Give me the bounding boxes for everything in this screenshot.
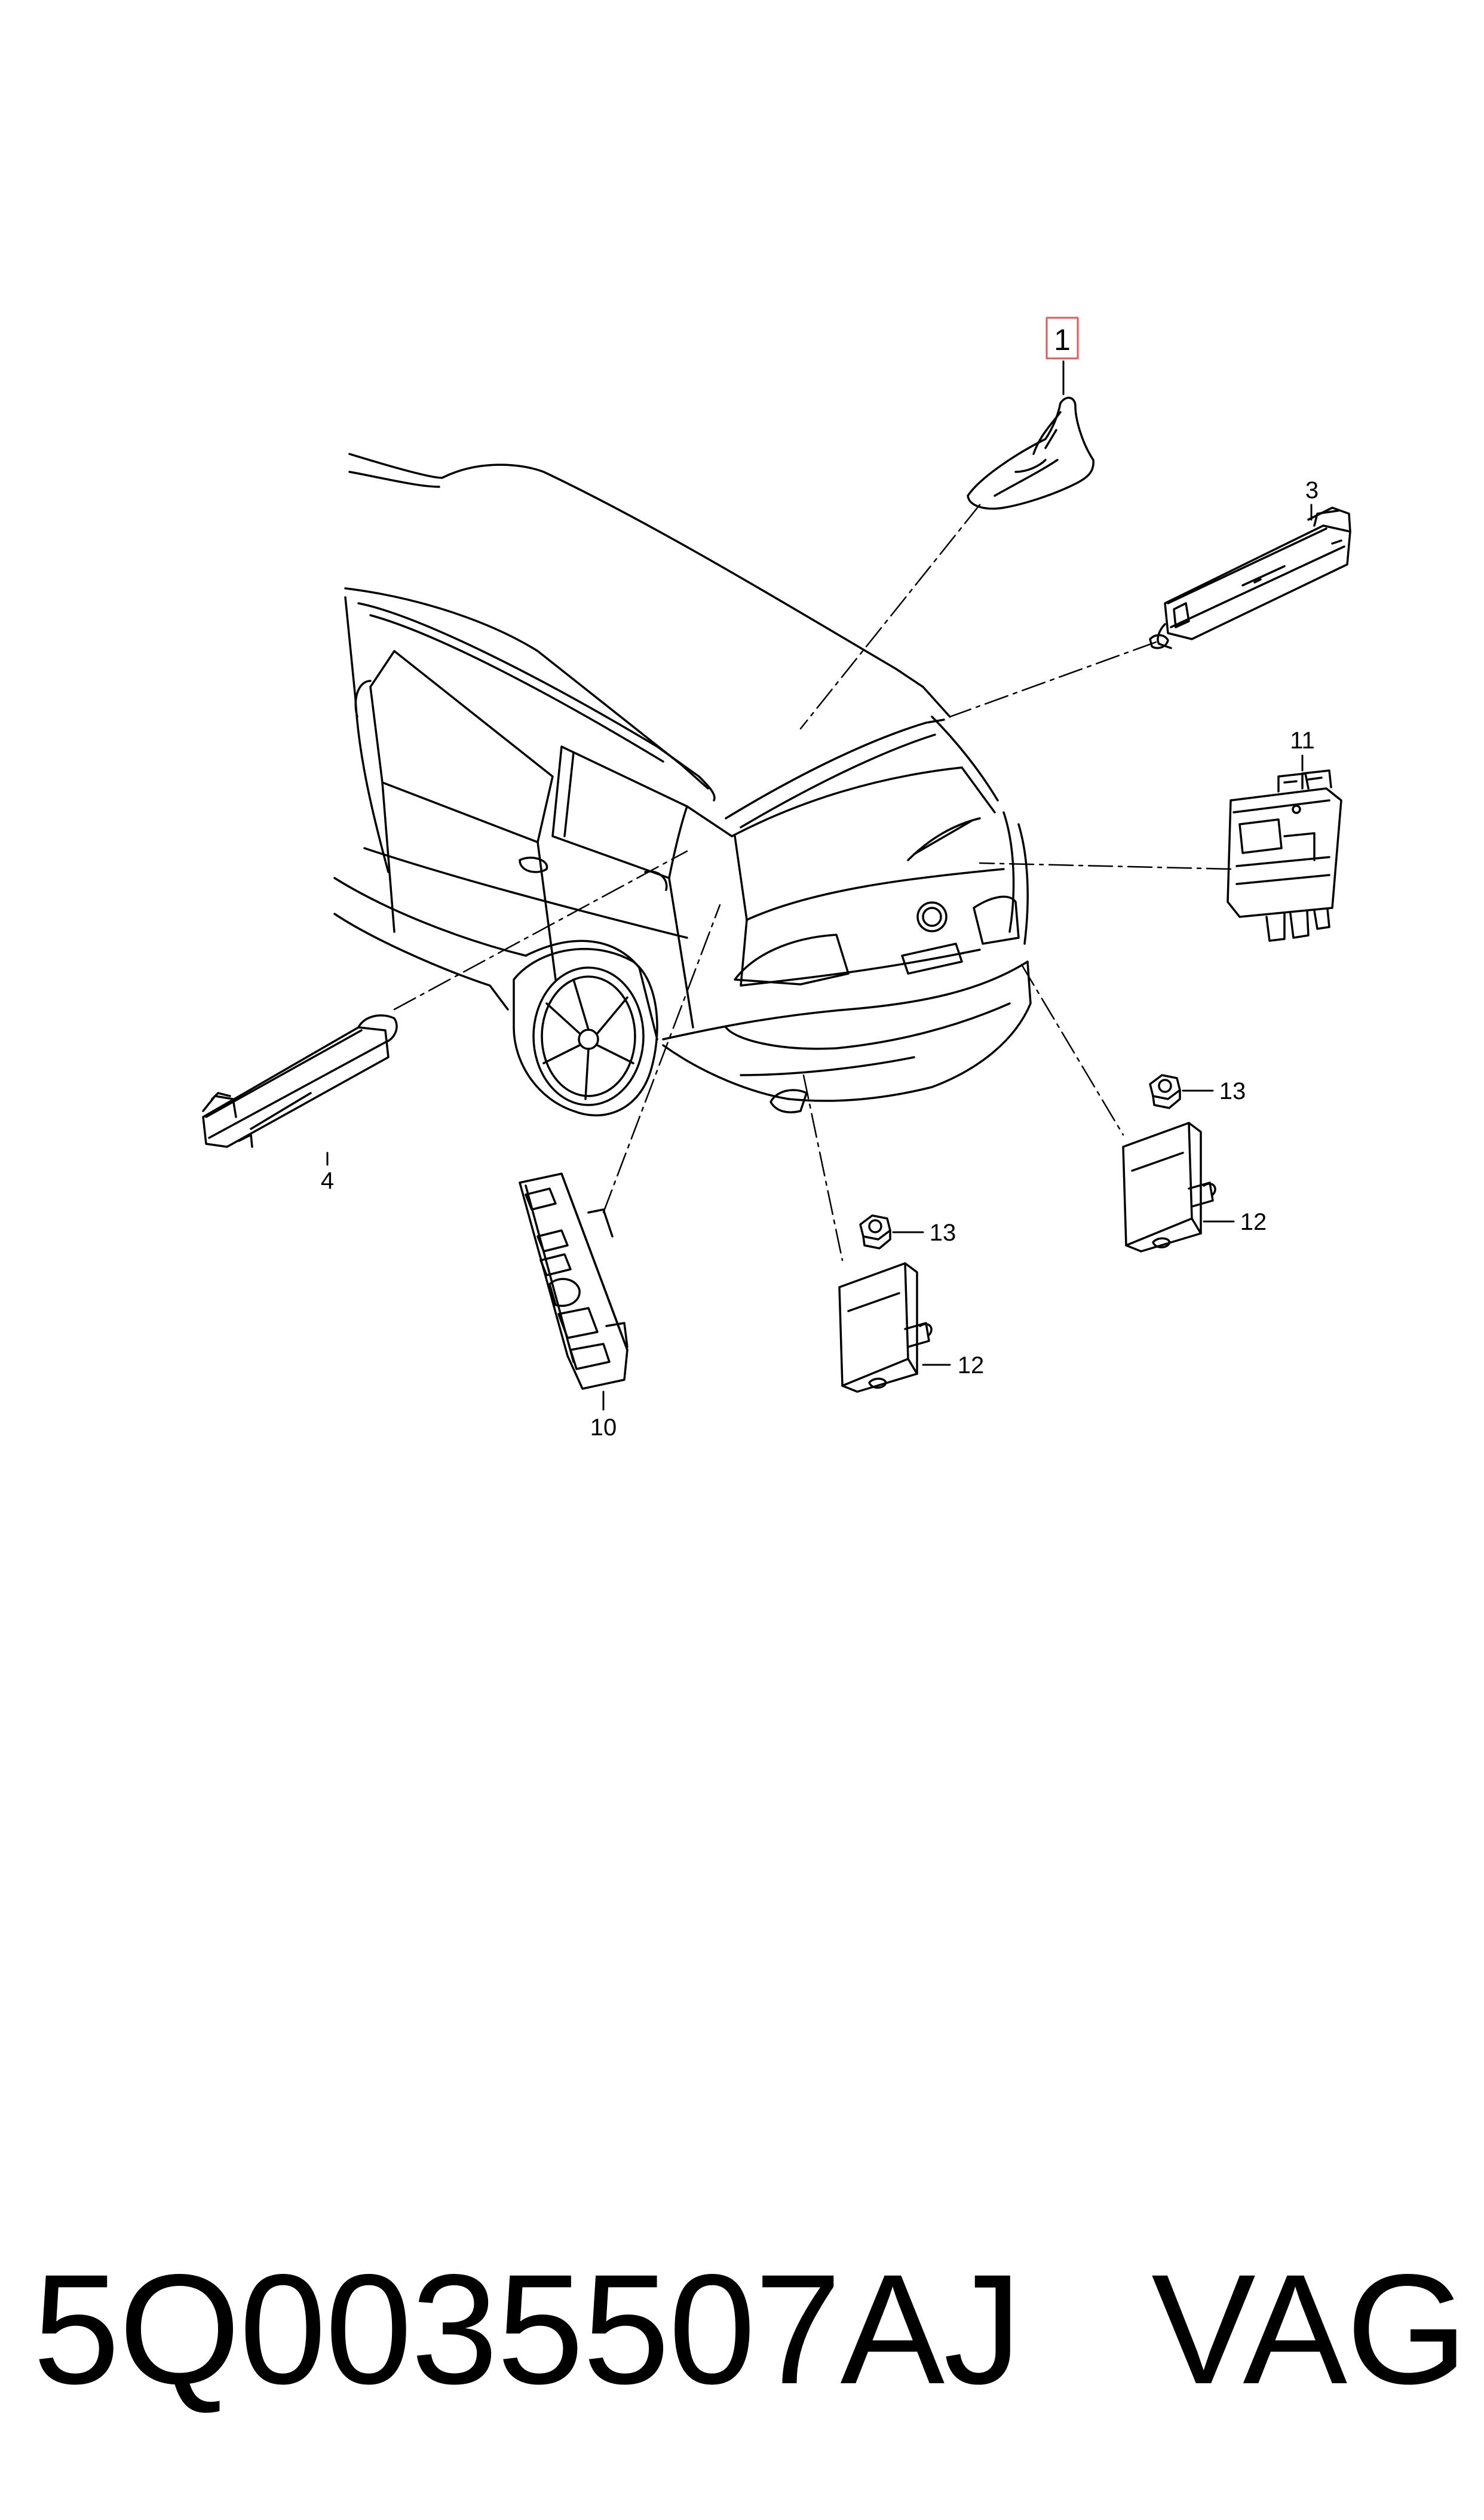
callout-13-right: 13 — [1219, 1078, 1246, 1104]
brand-label: VAG — [1151, 2242, 1468, 2417]
bracket-part12-right — [1122, 1122, 1216, 1253]
antenna-amplifier-part3 — [1149, 507, 1351, 649]
part-number: 5Q0035507AJ — [33, 2242, 1022, 2417]
nut-part13-right — [1149, 1074, 1181, 1109]
callout-3: 3 — [1305, 477, 1319, 504]
leader-lines — [393, 504, 1232, 1261]
callout-11: 11 — [1290, 728, 1315, 754]
callout-13-center: 13 — [930, 1220, 956, 1246]
callout-1: 1 — [1054, 323, 1071, 357]
callout-4: 4 — [321, 1168, 334, 1194]
callout-leaders — [326, 360, 1313, 1411]
callout-12-right: 12 — [1240, 1209, 1267, 1235]
callout-10: 10 — [590, 1414, 617, 1441]
shark-fin-antenna — [967, 397, 1094, 510]
antenna-amplifier-part4 — [202, 1014, 398, 1148]
rear-wheel — [513, 947, 658, 1116]
callout-labels: 1 3 4 10 11 12 12 13 13 — [321, 317, 1319, 1441]
callout-12-center: 12 — [958, 1352, 985, 1379]
nut-part13-center — [859, 1214, 891, 1250]
receiver-module-part10 — [519, 1172, 628, 1390]
callout-highlight-box — [1045, 317, 1079, 360]
footer-caption: 5Q0035507AJ VAG — [33, 2228, 1468, 2431]
control-unit-part11 — [1227, 769, 1342, 942]
bracket-part12-center — [838, 1262, 933, 1393]
car-body-outline — [333, 453, 1032, 1113]
